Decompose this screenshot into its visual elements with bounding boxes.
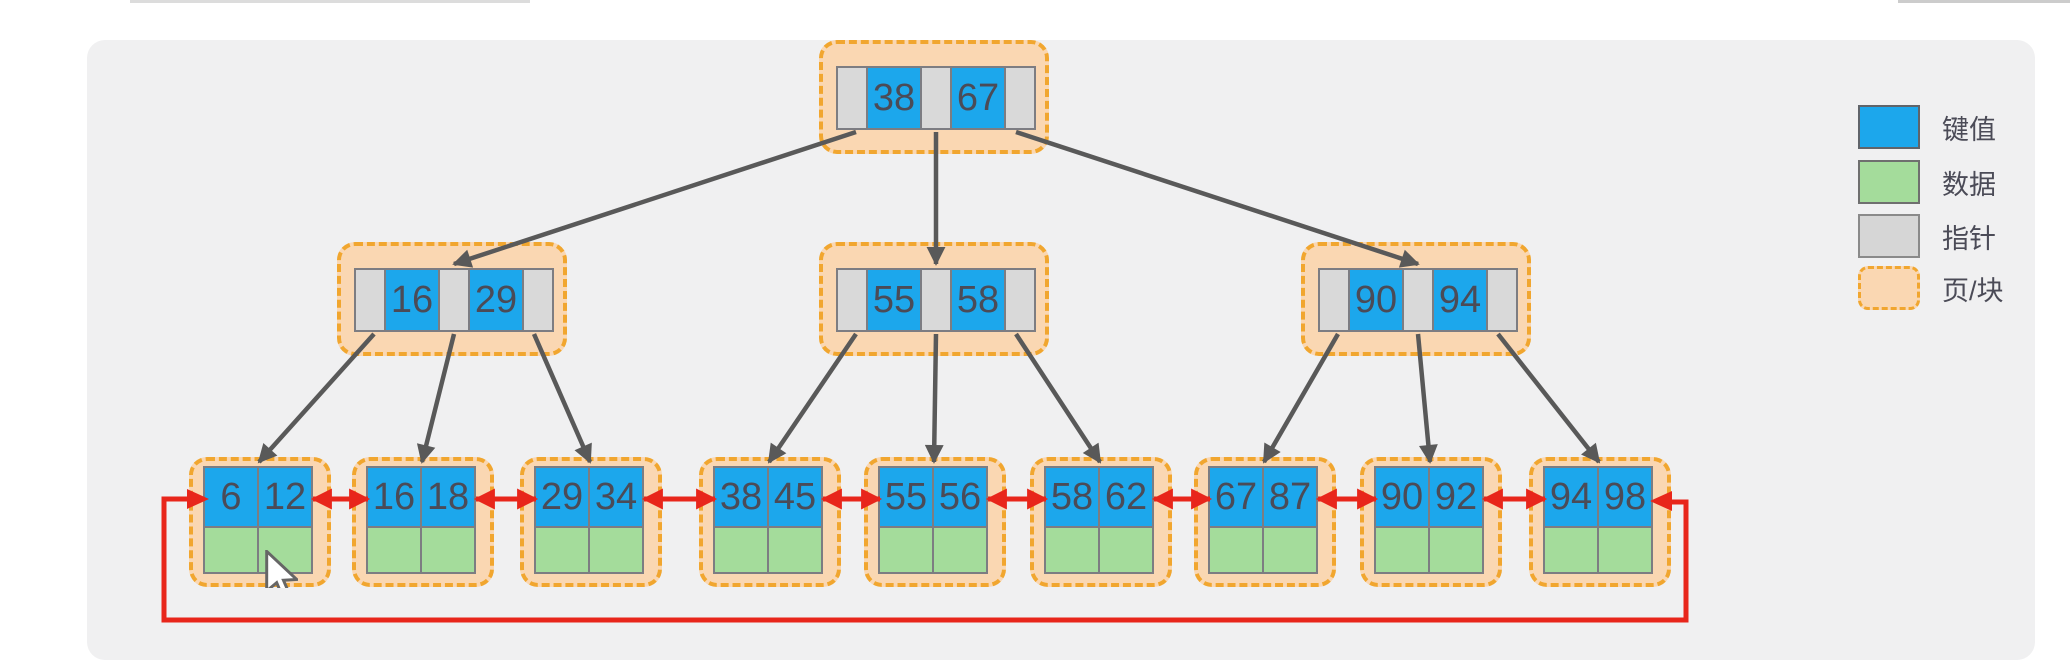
pointer-cell <box>1488 270 1516 330</box>
pointer-cell <box>440 270 468 330</box>
pointer-cell <box>838 68 866 128</box>
key-cell: 92 <box>1430 468 1482 526</box>
legend-item-data: 数据 <box>1858 160 1996 204</box>
pointer-cell <box>838 270 866 330</box>
key-cell: 45 <box>769 468 821 526</box>
pointer-cell <box>524 270 552 330</box>
legend-label: 数据 <box>1942 169 1996 200</box>
data-cell <box>1599 528 1651 572</box>
data-cell <box>1210 528 1262 572</box>
key-cell: 29 <box>470 270 522 330</box>
window-edge-line-right <box>1898 0 2070 3</box>
pointer-cell <box>1404 270 1432 330</box>
data-cell <box>590 528 642 572</box>
data-swatch <box>1858 160 1920 204</box>
data-cell <box>422 528 474 572</box>
key-cell: 90 <box>1350 270 1402 330</box>
legend-label: 键值 <box>1942 114 1996 145</box>
key-cell: 18 <box>422 468 474 526</box>
key-cell: 16 <box>386 270 438 330</box>
pointer-swatch <box>1858 214 1920 258</box>
legend-item-pointer: 指针 <box>1858 214 1996 258</box>
key-cell: 67 <box>1210 468 1262 526</box>
pointer-cell <box>1006 68 1034 128</box>
legend-item-key-value: 键值 <box>1858 104 1996 150</box>
data-cell <box>715 528 767 572</box>
key-cell: 67 <box>952 68 1004 128</box>
key-cell: 55 <box>880 468 932 526</box>
page-block-swatch <box>1858 266 1920 310</box>
pointer-cell <box>1006 270 1034 330</box>
key-cell: 94 <box>1434 270 1486 330</box>
key-cell: 94 <box>1545 468 1597 526</box>
data-cell <box>880 528 932 572</box>
key-cell: 16 <box>368 468 420 526</box>
data-cell <box>205 528 257 572</box>
data-cell <box>1430 528 1482 572</box>
key-cell: 90 <box>1376 468 1428 526</box>
legend-item-page-block: 页/块 <box>1858 265 2004 311</box>
key-cell: 38 <box>868 68 920 128</box>
pointer-cell <box>922 68 950 128</box>
key-cell: 58 <box>1046 468 1098 526</box>
key-value-swatch <box>1858 105 1920 149</box>
data-cell <box>934 528 986 572</box>
key-cell: 55 <box>868 270 920 330</box>
legend-label: 页/块 <box>1942 275 2004 306</box>
pointer-cell <box>922 270 950 330</box>
mouse-cursor <box>265 550 298 588</box>
data-cell <box>1264 528 1316 572</box>
key-cell: 58 <box>952 270 1004 330</box>
key-cell: 87 <box>1264 468 1316 526</box>
key-cell: 12 <box>259 468 311 526</box>
pointer-cell <box>1320 270 1348 330</box>
pointer-cell <box>356 270 384 330</box>
data-cell <box>1100 528 1152 572</box>
key-cell: 56 <box>934 468 986 526</box>
window-edge-line-left <box>130 0 530 3</box>
legend-label: 指针 <box>1942 223 1996 254</box>
data-cell <box>1046 528 1098 572</box>
key-cell: 38 <box>715 468 767 526</box>
key-cell: 6 <box>205 468 257 526</box>
data-cell <box>368 528 420 572</box>
data-cell <box>769 528 821 572</box>
key-cell: 29 <box>536 468 588 526</box>
data-cell <box>1376 528 1428 572</box>
internal-node: 55 58 <box>836 268 1036 332</box>
key-cell: 34 <box>590 468 642 526</box>
data-cell <box>1545 528 1597 572</box>
internal-node: 90 94 <box>1318 268 1518 332</box>
key-cell: 62 <box>1100 468 1152 526</box>
root-node: 38 67 <box>836 66 1036 130</box>
key-cell: 98 <box>1599 468 1651 526</box>
data-cell <box>536 528 588 572</box>
